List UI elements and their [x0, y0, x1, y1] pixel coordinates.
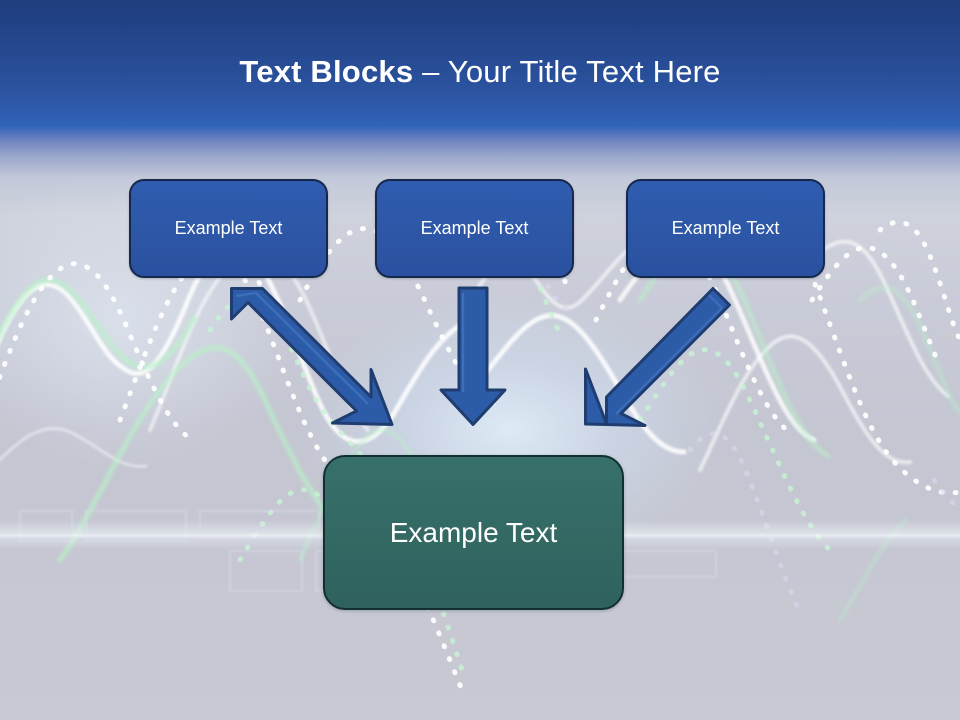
- slide-title-strong: Text Blocks: [239, 54, 414, 89]
- text-block-3-label: Example Text: [671, 218, 780, 238]
- slide-title-light: Your Title Text Here: [447, 54, 721, 89]
- slide-title-separator: –: [413, 54, 448, 89]
- text-block-result-label: Example Text: [389, 516, 558, 548]
- text-block-3[interactable]: Example Text: [626, 179, 825, 278]
- text-block-2[interactable]: Example Text: [375, 179, 574, 278]
- text-block-result[interactable]: Example Text: [323, 455, 624, 610]
- text-block-1-label: Example Text: [174, 218, 283, 238]
- text-block-2-label: Example Text: [420, 218, 529, 238]
- slide-title: Text Blocks – Your Title Text Here: [0, 52, 960, 92]
- text-block-1[interactable]: Example Text: [129, 179, 328, 278]
